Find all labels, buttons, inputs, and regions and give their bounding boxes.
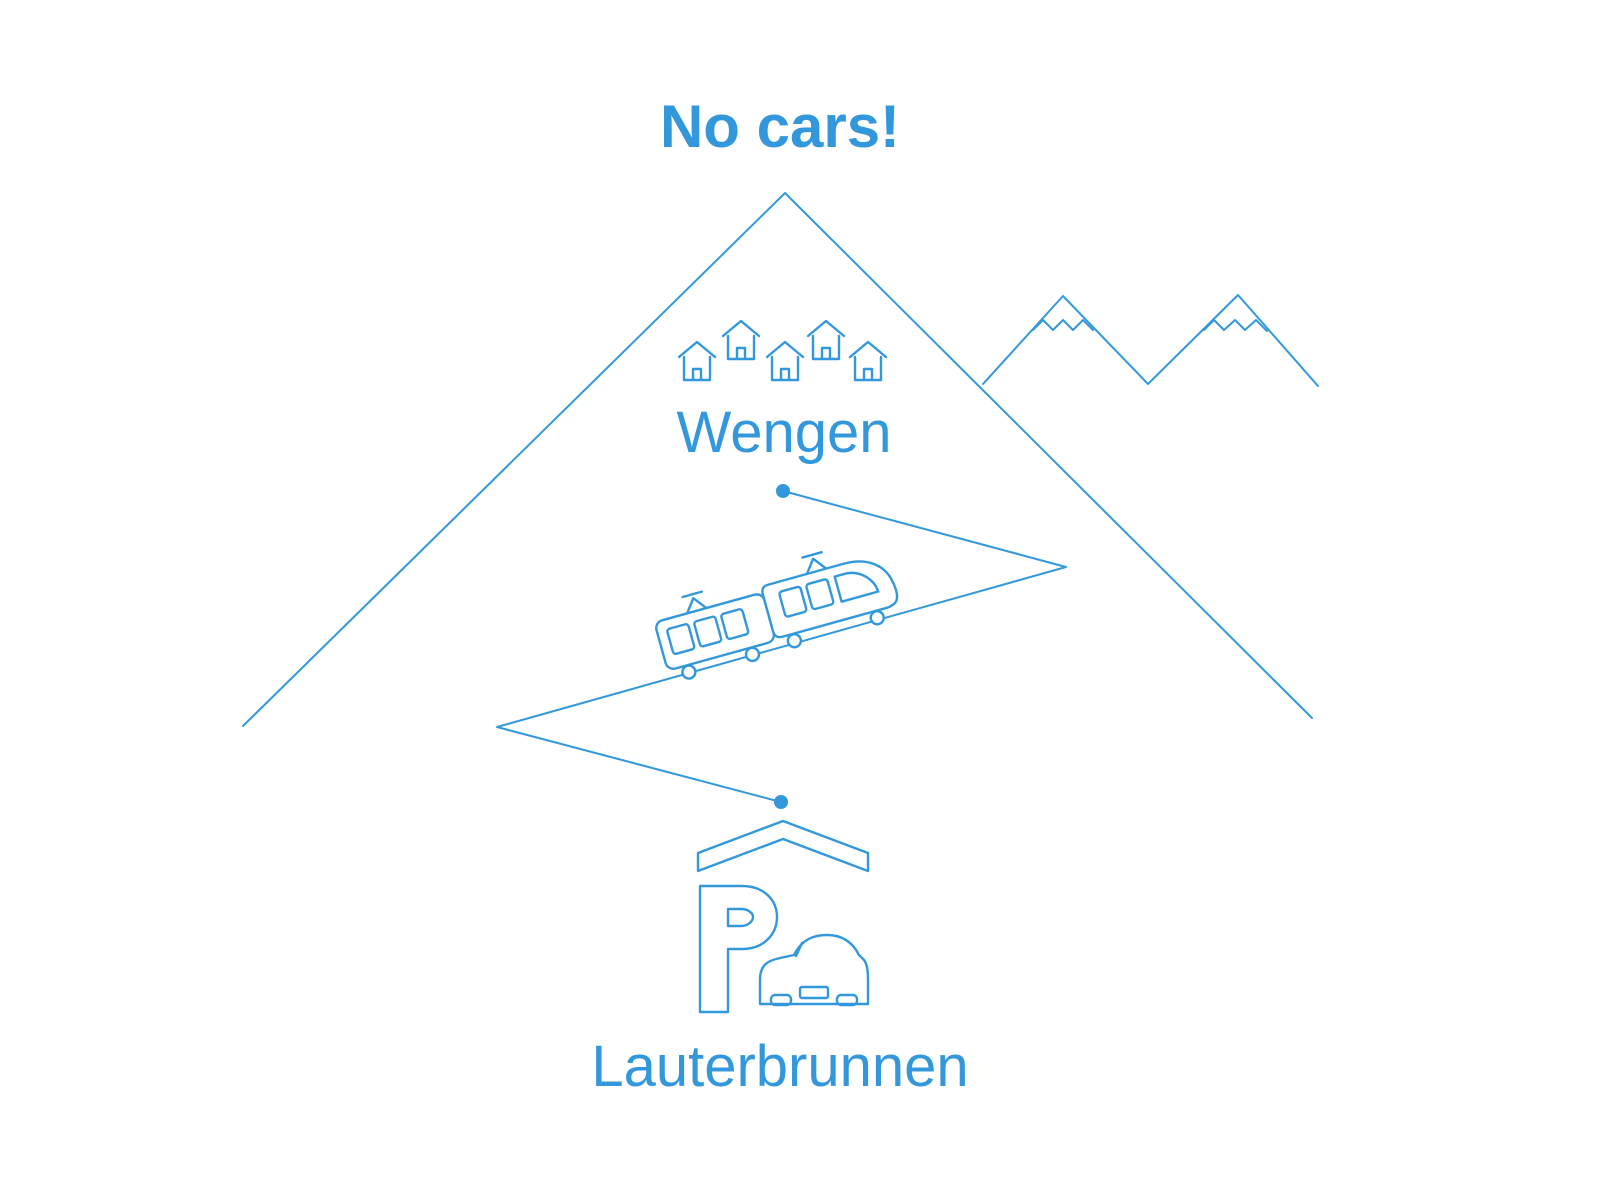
- house-icon: [806, 319, 846, 361]
- snow-peaks-outline: [982, 294, 1319, 387]
- cog-railway-train-icon: [655, 551, 899, 680]
- pantograph-icon: [805, 557, 828, 576]
- house-icon: [677, 340, 717, 382]
- pantograph-bar: [681, 590, 704, 599]
- car-windshield-line: [794, 941, 804, 958]
- zigzag-route-line: [496, 490, 1067, 803]
- train-windshield: [833, 571, 880, 603]
- train-window: [805, 578, 835, 611]
- parking-garage-roof-icon: [696, 819, 870, 873]
- title: No cars!: [660, 93, 900, 160]
- train-window: [666, 623, 696, 655]
- pantograph-icon: [685, 596, 708, 615]
- house-icon: [848, 340, 888, 382]
- station-dot-upper: [776, 484, 790, 498]
- car-wheel: [769, 993, 793, 1007]
- train-window: [778, 585, 808, 618]
- lower-village-label: Lauterbrunnen: [591, 1034, 968, 1099]
- train-window: [693, 615, 723, 648]
- house-icon: [765, 340, 805, 382]
- upper-village-label: Wengen: [677, 400, 892, 465]
- car-body: [758, 933, 870, 1006]
- station-dot-lower: [774, 795, 788, 809]
- village-houses-icon: [677, 319, 888, 382]
- car-license-plate: [798, 985, 830, 1000]
- big-mountain-icon: [242, 192, 1313, 727]
- pantograph-bar: [801, 551, 823, 559]
- snowcap-left-icon: [1032, 319, 1094, 331]
- car-wheel: [835, 993, 859, 1007]
- train-front-car: [761, 560, 899, 639]
- parking-p-icon: [698, 884, 779, 1014]
- snowcap-right-icon: [1203, 319, 1268, 332]
- snow-peaks-icon: [982, 294, 1319, 387]
- house-icon: [721, 319, 761, 361]
- train-window: [720, 608, 750, 641]
- car-icon: [758, 933, 870, 1007]
- parking-garage-icon: [696, 819, 870, 1014]
